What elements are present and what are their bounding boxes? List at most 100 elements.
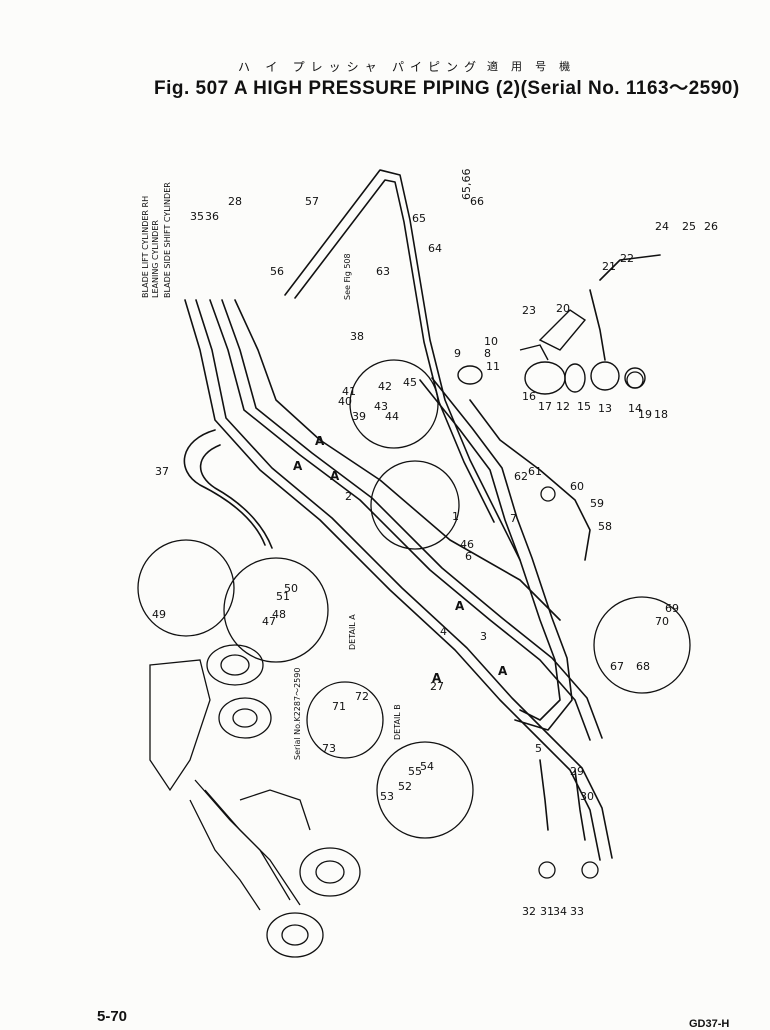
- callout-detail-a: DETAIL A: [348, 614, 357, 650]
- part-label: 4: [440, 625, 447, 638]
- part-label: 44: [385, 410, 399, 423]
- detail-circle-2: [370, 460, 460, 550]
- part-label: 73: [322, 742, 336, 755]
- figure-title: Fig. 507 A HIGH PRESSURE PIPING (2)(Seri…: [154, 78, 740, 99]
- page-number: 5-70: [97, 1008, 128, 1025]
- part-label: 20: [556, 302, 570, 315]
- page-code: GD37-H: [689, 1018, 730, 1030]
- part-label: 19: [638, 408, 652, 421]
- pipe-fitting-icons: [538, 371, 644, 879]
- part-label: 28: [228, 195, 242, 208]
- part-label: 14: [628, 402, 642, 415]
- part-label: 10: [484, 335, 498, 348]
- part-label: 62: [514, 470, 528, 483]
- part-label: 24: [655, 220, 669, 233]
- part-label: 45: [403, 376, 417, 389]
- part-label: 31: [540, 905, 554, 918]
- part-label: 59: [590, 497, 604, 510]
- part-label: 3: [480, 630, 487, 643]
- part-label: 26: [704, 220, 718, 233]
- svg-text:A: A: [315, 434, 325, 448]
- pipe-right: [599, 254, 661, 281]
- part-label: 25: [682, 220, 696, 233]
- flow-markers: A A A A A A: [293, 434, 508, 685]
- kana-title: ハ イ プレッシャ パイピング: [238, 60, 483, 74]
- part-label: 5: [535, 742, 542, 755]
- callout-65-66: 65,66: [460, 169, 473, 201]
- part-label: 42: [378, 380, 392, 393]
- part-label: 70: [655, 615, 669, 628]
- part-label: 29: [570, 765, 584, 778]
- pipe-u-bend-2: [431, 377, 573, 731]
- pipe-main-1: [184, 299, 601, 861]
- pipe-main-4: [221, 299, 603, 739]
- pipe-triangle-2: [294, 179, 495, 523]
- part-label: 52: [398, 780, 412, 793]
- detail-circle-6: [306, 681, 384, 759]
- detail-circle-3: [137, 539, 235, 637]
- part-label: 18: [654, 408, 668, 421]
- part-label: 51: [276, 590, 290, 603]
- callout-lift-cylinder: BLADE LIFT CYLINDER RH: [141, 196, 150, 298]
- part-label: 36: [205, 210, 219, 223]
- svg-text:A: A: [293, 459, 303, 473]
- part-label: 53: [380, 790, 394, 803]
- part-label: 30: [580, 790, 594, 803]
- motor-grader-icon: [149, 644, 361, 958]
- part-label: 22: [620, 252, 634, 265]
- part-label: 34: [553, 905, 567, 918]
- part-label: 43: [374, 400, 388, 413]
- pipe-right-2: [589, 289, 606, 361]
- part-label: 49: [152, 608, 166, 621]
- part-label: 9: [454, 347, 461, 360]
- part-label: 38: [350, 330, 364, 343]
- part-label: 61: [528, 465, 542, 478]
- part-label: 50: [284, 582, 298, 595]
- callout-side-shift-cylinder: BLADE SIDE SHIFT CYLINDER: [163, 182, 172, 298]
- part-label: 11: [486, 360, 500, 373]
- part-label: 64: [428, 242, 442, 255]
- svg-text:A: A: [498, 664, 508, 678]
- part-label: 8: [484, 347, 491, 360]
- pipe-valve-line: [469, 399, 591, 561]
- part-label: 6: [465, 550, 472, 563]
- part-label: 23: [522, 304, 536, 317]
- pipe-u-bend: [419, 379, 561, 721]
- svg-text:A: A: [432, 671, 442, 685]
- callout-see-fig: See Fig 508: [343, 253, 352, 300]
- part-label: 12: [556, 400, 570, 413]
- part-label: 71: [332, 700, 346, 713]
- part-label: 56: [270, 265, 284, 278]
- part-label: 58: [598, 520, 612, 533]
- part-label: 17: [538, 400, 552, 413]
- detail-circle-7: [376, 741, 474, 839]
- part-label: 2: [345, 490, 352, 503]
- part-label: 33: [570, 905, 584, 918]
- part-label: 65: [412, 212, 426, 225]
- svg-text:A: A: [455, 599, 465, 613]
- part-labels: 1 2 3 4 5 6 7 8 9 10 11 12 13 14 15 16 1…: [152, 195, 718, 918]
- part-label: 27: [430, 680, 444, 693]
- part-label: 47: [262, 615, 276, 628]
- part-label: 69: [665, 602, 679, 615]
- part-label: 32: [522, 905, 536, 918]
- part-label: 1: [452, 510, 459, 523]
- part-label: 67: [610, 660, 624, 673]
- pipe-triangle: [284, 169, 521, 561]
- hose-loop: [183, 429, 266, 546]
- part-label: 55: [408, 765, 422, 778]
- part-label: 13: [598, 402, 612, 415]
- part-label: 46: [460, 538, 474, 551]
- part-label: 68: [636, 660, 650, 673]
- part-label: 72: [355, 690, 369, 703]
- svg-text:A: A: [330, 469, 340, 483]
- part-label: 7: [510, 512, 517, 525]
- part-label: 66: [470, 195, 484, 208]
- part-label: 21: [602, 260, 616, 273]
- callout-detail-b: DETAIL B: [393, 704, 402, 740]
- part-label: 48: [272, 608, 286, 621]
- part-label: 54: [420, 760, 434, 773]
- detail-circle-1: [349, 359, 439, 449]
- part-label: 35: [190, 210, 204, 223]
